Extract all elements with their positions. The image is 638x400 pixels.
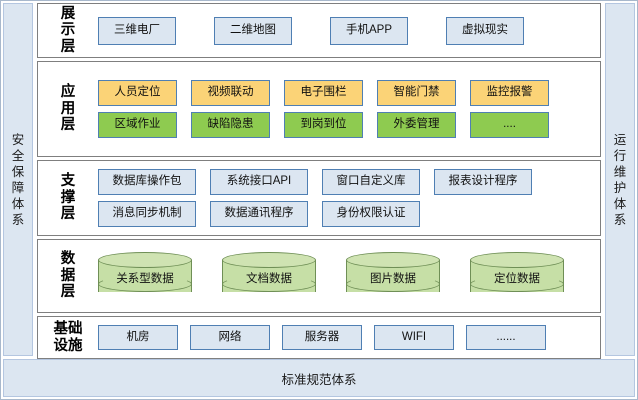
layer-support: 支 撑 层 数据库操作包 系统接口API 窗口自定义库 报表设计程序 消息同步机…	[37, 160, 601, 236]
layer-infrastructure-row-1: 机房 网络 服务器 WIFI ......	[98, 325, 594, 350]
cylinder-bottom-icon	[222, 276, 316, 292]
layer-application-label: 应 用 层	[60, 84, 76, 134]
layer-data-row-1: 关系型数据 文档数据 图片数据	[98, 252, 594, 300]
layer-display-label: 展 示 层	[60, 5, 76, 55]
node-app-more[interactable]: ....	[470, 112, 549, 138]
node-display-2[interactable]: 二维地图	[214, 16, 292, 45]
node-app-5[interactable]: 监控报警	[470, 80, 549, 106]
database-cylinder-2[interactable]: 文档数据	[222, 252, 316, 300]
layer-infrastructure: 基础 设施 机房 网络 服务器 WIFI ......	[37, 316, 601, 359]
node-support-2[interactable]: 系统接口API	[210, 169, 308, 195]
node-support-1[interactable]: 数据库操作包	[98, 169, 196, 195]
node-display-1[interactable]: 三维电厂	[98, 16, 176, 45]
layer-application-row-2: 区域作业 缺陷隐患 到岗到位 外委管理 ....	[98, 112, 594, 138]
node-app-8[interactable]: 到岗到位	[284, 112, 363, 138]
standards-specification-label: 标准规范体系	[281, 372, 357, 387]
node-app-7[interactable]: 缺陷隐患	[191, 112, 270, 138]
cylinder-top-icon	[98, 252, 192, 268]
node-infra-2[interactable]: 网络	[190, 325, 270, 350]
layer-display-body: 三维电厂 二维地图 手机APP 虚拟现实	[98, 4, 600, 57]
standards-specification-band: 标准规范体系	[3, 359, 635, 397]
node-app-2[interactable]: 视频联动	[191, 80, 270, 106]
database-cylinder-4[interactable]: 定位数据	[470, 252, 564, 300]
node-display-4[interactable]: 虚拟现实	[446, 16, 524, 45]
layer-display: 展 示 层 三维电厂 二维地图 手机APP 虚拟现实	[37, 3, 601, 58]
node-display-3[interactable]: 手机APP	[330, 16, 408, 45]
security-guarantee-pillar: 安 全 保 障 体 系	[3, 3, 33, 356]
operation-maintenance-pillar: 运 行 维 护 体 系	[605, 3, 635, 356]
node-support-7[interactable]: 身份权限认证	[322, 201, 420, 227]
layer-support-body: 数据库操作包 系统接口API 窗口自定义库 报表设计程序 消息同步机制 数据通讯…	[98, 161, 600, 235]
node-support-6[interactable]: 数据通讯程序	[210, 201, 308, 227]
node-app-3[interactable]: 电子围栏	[284, 80, 363, 106]
node-app-1[interactable]: 人员定位	[98, 80, 177, 106]
layer-data: 数 据 层 关系型数据 文档数据	[37, 239, 601, 313]
layer-data-body: 关系型数据 文档数据 图片数据	[98, 240, 600, 312]
cylinder-top-icon	[222, 252, 316, 268]
node-app-9[interactable]: 外委管理	[377, 112, 456, 138]
operation-maintenance-label: 运 行 维 护 体 系	[613, 132, 627, 227]
cylinder-bottom-icon	[470, 276, 564, 292]
cylinder-bottom-icon	[98, 276, 192, 292]
database-cylinder-1-label: 关系型数据	[116, 273, 174, 285]
layer-support-row-2: 消息同步机制 数据通讯程序 身份权限认证	[98, 201, 594, 227]
layer-application-body: 人员定位 视频联动 电子围栏 智能门禁 监控报警 区域作业 缺陷隐患 到岗到位 …	[98, 62, 600, 156]
node-app-6[interactable]: 区域作业	[98, 112, 177, 138]
node-infra-1[interactable]: 机房	[98, 325, 178, 350]
database-cylinder-3-label: 图片数据	[370, 273, 416, 285]
node-support-5[interactable]: 消息同步机制	[98, 201, 196, 227]
layer-stack: 展 示 层 三维电厂 二维地图 手机APP 虚拟现实 应 用 层 人员定位 视频…	[37, 3, 601, 359]
database-cylinder-4-label: 定位数据	[494, 273, 540, 285]
node-support-4[interactable]: 报表设计程序	[434, 169, 532, 195]
cylinder-top-icon	[470, 252, 564, 268]
layer-display-row-1: 三维电厂 二维地图 手机APP 虚拟现实	[98, 16, 594, 45]
database-cylinder-1[interactable]: 关系型数据	[98, 252, 192, 300]
layer-support-row-1: 数据库操作包 系统接口API 窗口自定义库 报表设计程序	[98, 169, 594, 195]
security-guarantee-label: 安 全 保 障 体 系	[11, 132, 25, 227]
cylinder-bottom-icon	[346, 276, 440, 292]
layer-infrastructure-label: 基础 设施	[53, 320, 83, 354]
node-app-4[interactable]: 智能门禁	[377, 80, 456, 106]
layer-application: 应 用 层 人员定位 视频联动 电子围栏 智能门禁 监控报警 区域作业 缺陷隐患…	[37, 61, 601, 157]
cylinder-top-icon	[346, 252, 440, 268]
database-cylinder-2-label: 文档数据	[246, 273, 292, 285]
node-support-3[interactable]: 窗口自定义库	[322, 169, 420, 195]
layer-infrastructure-body: 机房 网络 服务器 WIFI ......	[98, 317, 600, 358]
layer-application-row-1: 人员定位 视频联动 电子围栏 智能门禁 监控报警	[98, 80, 594, 106]
layer-data-label: 数 据 层	[60, 251, 76, 301]
node-infra-4[interactable]: WIFI	[374, 325, 454, 350]
database-cylinder-3[interactable]: 图片数据	[346, 252, 440, 300]
layer-support-label: 支 撑 层	[60, 173, 76, 223]
node-infra-3[interactable]: 服务器	[282, 325, 362, 350]
node-infra-more[interactable]: ......	[466, 325, 546, 350]
